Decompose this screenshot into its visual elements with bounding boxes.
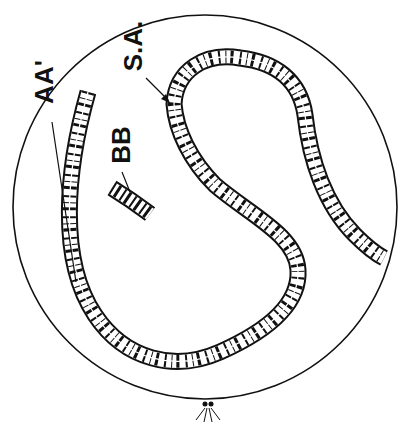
chromosome-outline [112,188,150,214]
ray [209,408,212,422]
part-label: S.A. [120,21,146,72]
dot-symbol [209,402,214,407]
part-label: AA' [31,60,57,104]
ray [204,408,207,422]
leader-line [122,172,130,192]
chromosome-split [69,57,384,361]
chromosome-bands [69,57,384,361]
chromosome-bands [112,188,150,214]
ray [196,408,205,420]
chromosome-outline [69,57,384,361]
chromosome-fill [69,57,384,361]
arrow-head [161,94,170,103]
chromosome-fill [112,188,150,214]
part-label: BB [108,126,134,164]
leader-line [52,122,76,282]
ray [211,408,220,420]
field-circle [13,15,397,399]
dot-symbol [203,402,208,407]
